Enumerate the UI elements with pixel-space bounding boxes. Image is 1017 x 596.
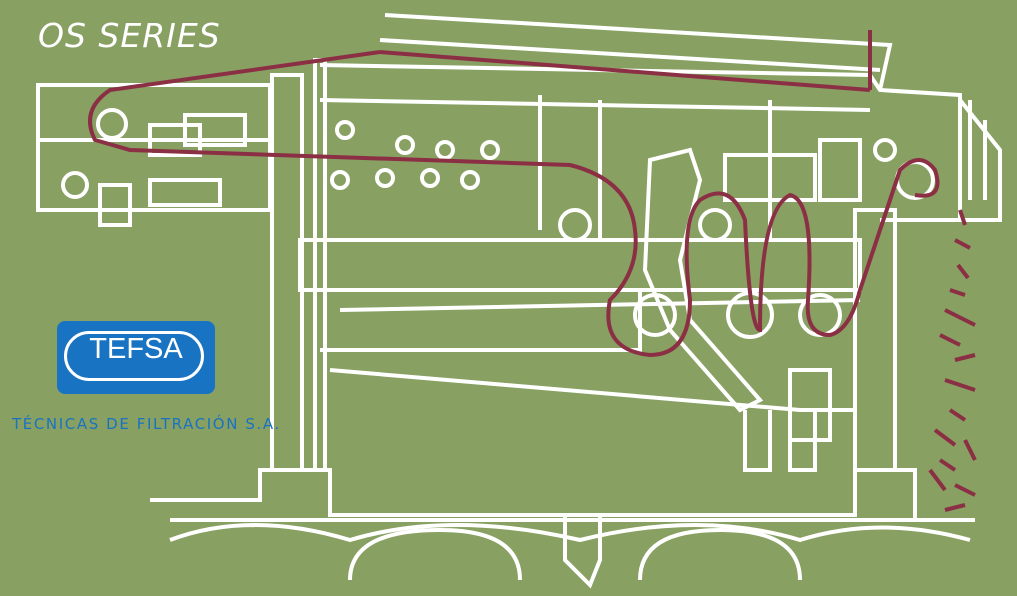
series-title: OS SERIES [38,16,221,55]
discharged-cake [928,209,977,512]
tefsa-logo: TEFSA [57,321,215,394]
company-subtitle: TÉCNICAS DE FILTRACIÓN S.A. [12,415,281,433]
filter-belt [88,30,940,358]
logo-text: TEFSA [89,333,183,365]
logo-pill-outline [64,331,204,381]
